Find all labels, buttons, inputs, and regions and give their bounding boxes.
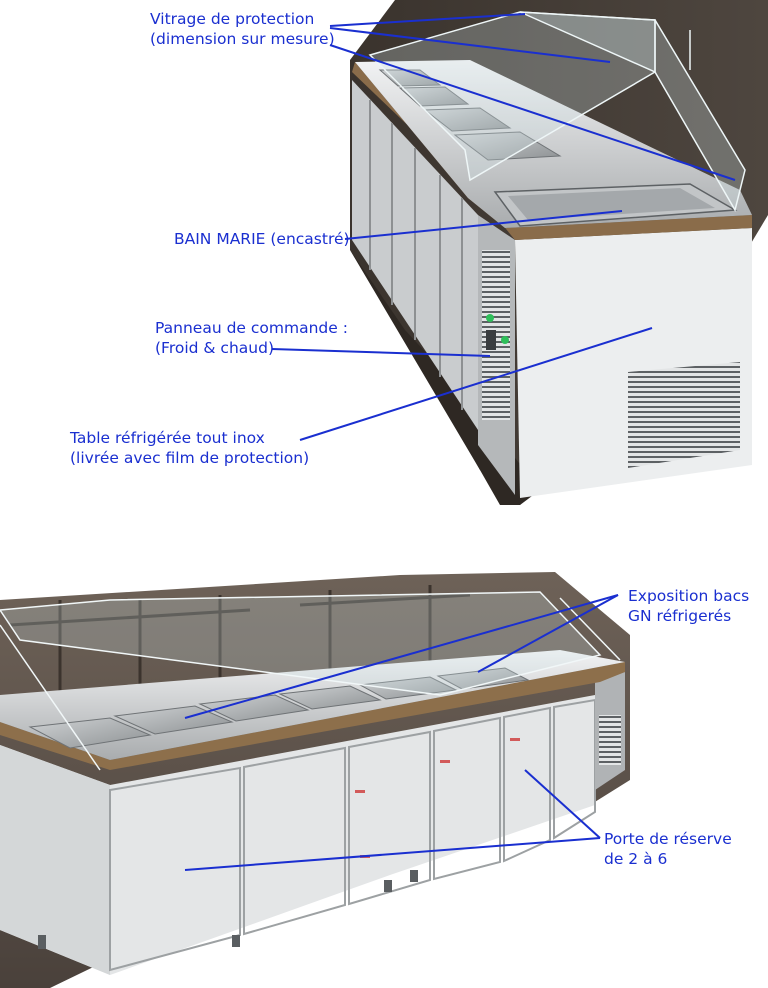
bain-marie-inner: [508, 188, 715, 220]
top-photo: [350, 0, 768, 505]
callout-line-bain-marie: [344, 210, 623, 240]
bottom-callout-lines: [184, 594, 619, 871]
callout-control-panel-line1: Panneau de commande :: [155, 319, 348, 337]
callout-line-glass: [329, 13, 526, 27]
reserve-door: [243, 746, 346, 936]
bottom-control-vents: [599, 715, 621, 765]
callout-line-pans: [477, 594, 619, 673]
callout-control-panel-line2: (Froid & chaud): [155, 339, 274, 357]
control-switch-icon: [501, 336, 509, 344]
callout-refrigerated-table: Table réfrigérée tout inox (livrée avec …: [70, 428, 309, 468]
callout-line-pans: [184, 594, 619, 719]
callout-line-doors: [524, 769, 601, 839]
callout-line-table: [299, 327, 653, 441]
gn-pan: [28, 717, 152, 749]
reserve-door: [348, 730, 431, 906]
gn-pan: [358, 676, 458, 700]
callout-refrigerated-table-line1: Table réfrigérée tout inox: [70, 429, 265, 447]
gn-pan: [198, 694, 310, 722]
top-counter-doors: [369, 100, 463, 410]
gn-pan: [436, 667, 530, 690]
callout-bain-marie-line1: BAIN MARIE (encastré): [174, 230, 350, 248]
reserve-door: [503, 706, 551, 863]
control-display: [486, 330, 496, 350]
callout-gn-pans-line1: Exposition bacs: [628, 587, 750, 605]
bottom-protection-glass: [0, 591, 621, 771]
gn-pan: [453, 131, 562, 161]
callout-reserve-doors-line2: de 2 à 6: [604, 850, 668, 868]
bottom-counter-front: [0, 695, 595, 975]
control-switch-icon: [486, 314, 494, 322]
reserve-door: [553, 698, 596, 840]
end-cabinet-vent-grille: [628, 362, 740, 468]
counter-feet: [38, 870, 418, 949]
callout-gn-pans: Exposition bacs GN réfrigerés: [628, 586, 749, 626]
callout-reserve-doors: Porte de réserve de 2 à 6: [604, 829, 732, 869]
top-callout-lines: [271, 13, 736, 441]
gn-pan: [423, 107, 512, 132]
callout-reserve-doors-line1: Porte de réserve: [604, 830, 732, 848]
callout-line-glass: [329, 44, 736, 181]
callout-control-panel: Panneau de commande : (Froid & chaud): [155, 318, 348, 358]
callout-glass-line2: (dimension sur mesure): [150, 30, 335, 48]
callout-glass-line1: Vitrage de protection: [150, 10, 315, 28]
callout-refrigerated-table-line2: (livrée avec film de protection): [70, 449, 310, 467]
reserve-door: [433, 716, 501, 881]
gn-pan: [278, 685, 382, 710]
callout-line-doors: [184, 837, 601, 871]
protection-glass: [368, 11, 746, 212]
bottom-photo: [0, 572, 630, 988]
bottom-shop-shelving: [9, 585, 471, 710]
callout-line-panel: [271, 348, 491, 357]
top-gn-pans: [378, 69, 562, 161]
callout-glass: Vitrage de protection (dimension sur mes…: [150, 9, 335, 49]
callout-bain-marie: BAIN MARIE (encastré): [174, 229, 350, 249]
callout-gn-pans-line2: GN réfrigerés: [628, 607, 732, 625]
callout-line-glass: [329, 27, 611, 63]
bottom-counter-left-side: [0, 745, 110, 975]
